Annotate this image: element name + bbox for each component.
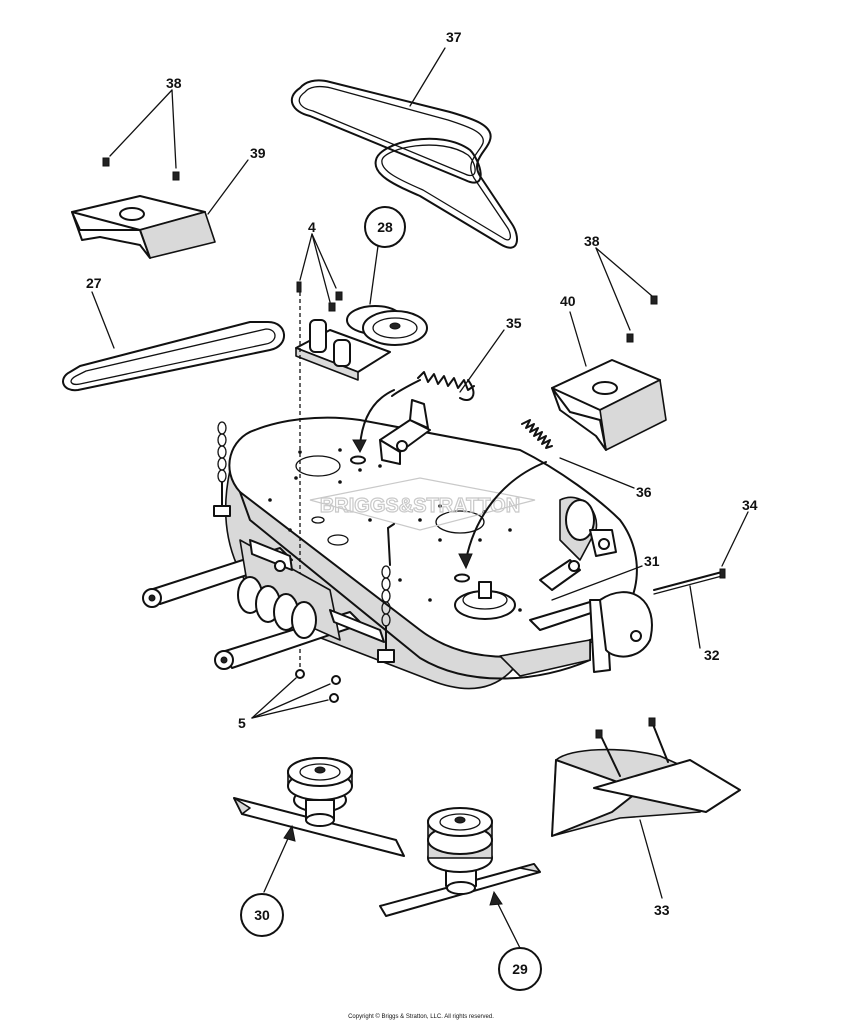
callout-29: 29: [512, 961, 528, 977]
spring-36: [521, 419, 553, 449]
callout-39: 39: [250, 145, 266, 161]
bracket-39: [71, 157, 216, 259]
watermark: BRIGGS&STRATTON: [309, 477, 536, 531]
callout-37: 37: [446, 29, 462, 45]
blade-spindle-30: [233, 757, 405, 857]
middle-chain: [377, 523, 395, 663]
right-side-components: [499, 496, 653, 677]
callout-circle-30: [240, 893, 284, 937]
callout-33: 33: [654, 902, 670, 918]
watermark-text: BRIGGS&STRATTON: [320, 495, 520, 517]
bracket-40: [551, 295, 667, 451]
callout-circle-28: [364, 206, 406, 248]
callout-38-right: 38: [584, 233, 600, 249]
callout-5: 5: [238, 715, 246, 731]
callout-38-left: 38: [166, 75, 182, 91]
copyright-text: Copyright © Briggs & Stratton, LLC. All …: [348, 1013, 494, 1020]
leader-lines: [91, 47, 749, 949]
callout-circle-29: [498, 947, 542, 991]
blade-spindle-29: [379, 807, 541, 917]
callout-35: 35: [506, 315, 522, 331]
callout-27: 27: [86, 275, 102, 291]
pin-32: [653, 568, 726, 595]
assembly-arrows: [352, 389, 547, 570]
spring-35: [391, 371, 475, 401]
discharge-chute-33: [551, 717, 741, 837]
callout-labels: 37 38 39 4 27 35 38 40 36 34 31 32 5 33 …: [86, 29, 758, 991]
callout-32: 32: [704, 647, 720, 663]
callout-4: 4: [308, 219, 316, 235]
belt-27: [62, 321, 285, 392]
front-roller-assembly: [142, 539, 385, 670]
deck-bracket: [379, 399, 431, 465]
left-chain: [213, 421, 231, 517]
nuts-5: [295, 669, 341, 703]
idler-pulley-assembly-28: [295, 281, 428, 381]
callout-31: 31: [644, 553, 660, 569]
callout-34: 34: [742, 497, 758, 513]
callout-28: 28: [377, 219, 393, 235]
belt-37: [290, 79, 518, 249]
callout-40: 40: [560, 293, 576, 309]
callout-36: 36: [636, 484, 652, 500]
callout-30: 30: [254, 907, 270, 923]
